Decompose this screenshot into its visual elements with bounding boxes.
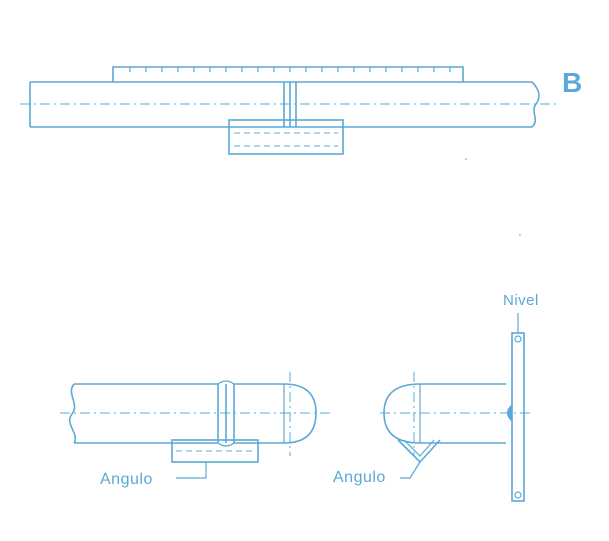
- br-level-bar: [511, 332, 525, 502]
- br-level-contact: [507, 404, 512, 422]
- bl-pipe-break: [68, 383, 77, 444]
- label-nivel: Nivel: [503, 292, 539, 309]
- br-angulo-leader: [400, 461, 421, 479]
- br-level-vial-top: [514, 335, 522, 343]
- label-angulo-left: Angulo: [100, 471, 153, 488]
- label-angulo-right: Angulo: [333, 469, 386, 486]
- scan-specks: [465, 158, 521, 236]
- br-angle-inner: [403, 439, 435, 457]
- bottom-left-assembly: Angulo: [60, 372, 330, 488]
- br-level-vial-bottom: [514, 491, 522, 499]
- label-b: B: [562, 67, 582, 98]
- bottom-right-assembly: Nivel Angulo: [333, 292, 539, 502]
- top-angle-bar-hidden: [234, 132, 338, 147]
- top-assembly: B: [20, 66, 582, 155]
- top-straightedge: [112, 66, 464, 82]
- bl-pipe-left: [74, 383, 218, 444]
- bl-leader: [176, 462, 207, 479]
- top-straightedge-ticks: [129, 67, 451, 72]
- bl-weld-caps: [217, 380, 235, 447]
- top-angle-bar: [228, 119, 344, 155]
- bl-angle-bar: [171, 439, 259, 463]
